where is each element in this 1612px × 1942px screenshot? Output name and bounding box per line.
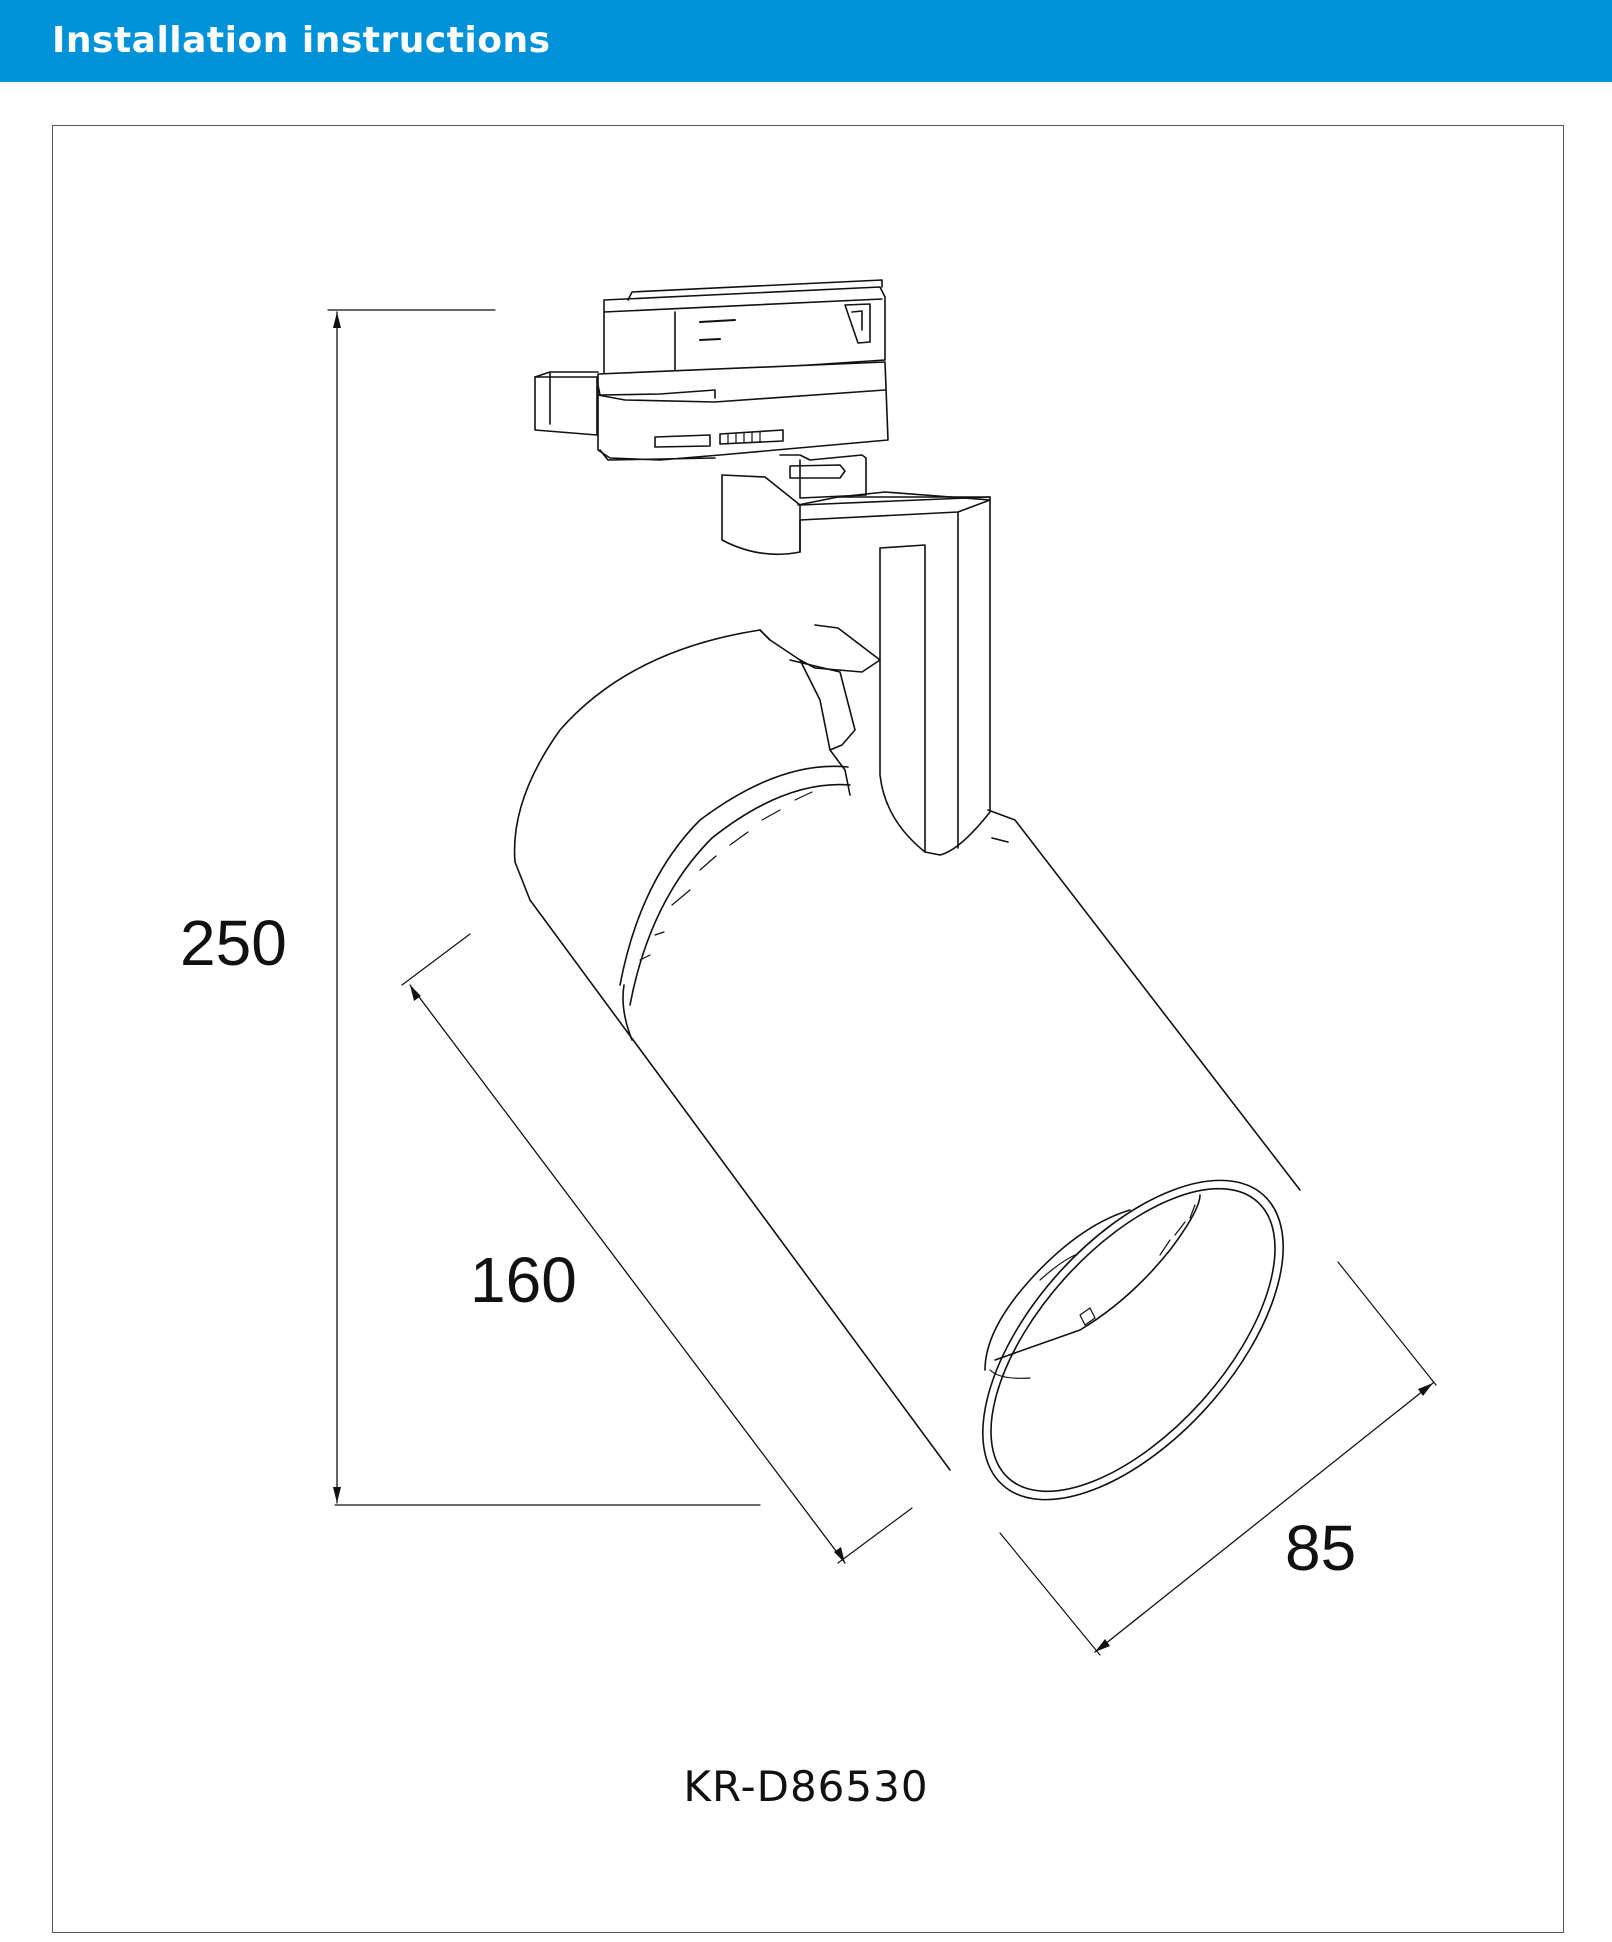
track-adapter bbox=[534, 279, 889, 499]
model-code: KR-D86530 bbox=[683, 1762, 929, 1811]
header-bar: Installation instructions bbox=[0, 0, 1612, 82]
spotlight-body bbox=[513, 624, 1301, 1501]
dimension-diameter-lines bbox=[999, 1261, 1437, 1656]
drawing-frame bbox=[52, 125, 1564, 1933]
mounting-arm bbox=[721, 474, 991, 856]
dimension-height-lines bbox=[327, 309, 761, 1506]
dimension-diameter-label: 85 bbox=[1285, 1512, 1356, 1584]
dimension-height-label: 250 bbox=[180, 907, 287, 979]
dimension-length-lines bbox=[401, 933, 913, 1564]
page-title: Installation instructions bbox=[52, 20, 551, 61]
dimension-length-label: 160 bbox=[470, 1244, 577, 1316]
